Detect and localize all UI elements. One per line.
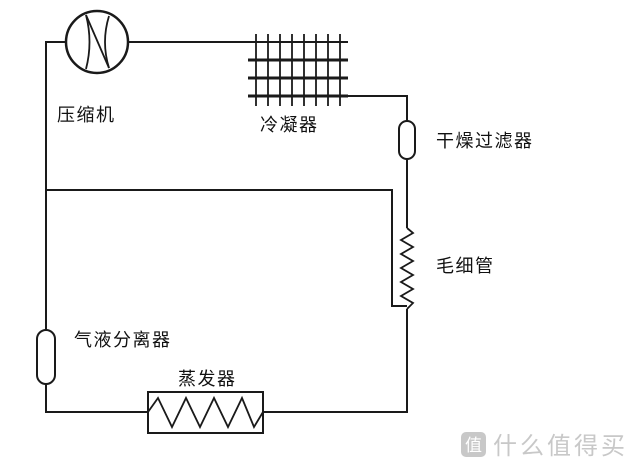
pipe-mid-branch bbox=[46, 189, 407, 307]
watermark-brand-text: 什么值得买 bbox=[493, 433, 628, 460]
compressor-symbol bbox=[64, 9, 130, 75]
evaporator-coil bbox=[147, 395, 264, 430]
watermark: 值 什么值得买 bbox=[461, 432, 628, 460]
separator-symbol bbox=[36, 329, 56, 385]
watermark-logo-char: 值 bbox=[465, 436, 482, 455]
filter-drier-symbol bbox=[398, 120, 416, 160]
labels: 压缩机 冷凝器 干燥过滤器 毛细管 气液分离器 蒸发器 bbox=[57, 105, 534, 389]
evaporator-label: 蒸发器 bbox=[178, 369, 237, 389]
condenser-label: 冷凝器 bbox=[260, 115, 319, 135]
filter-drier-label: 干燥过滤器 bbox=[436, 131, 534, 151]
pipe-capillary-to-evaporator bbox=[263, 309, 408, 413]
pipes bbox=[45, 41, 408, 413]
pipe-evaporator-to-separator bbox=[45, 384, 148, 413]
evaporator-body bbox=[147, 391, 264, 434]
condenser-symbol bbox=[248, 34, 348, 106]
compressor-blade bbox=[85, 14, 110, 69]
watermark-logo bbox=[461, 432, 486, 457]
separator-label: 气液分离器 bbox=[74, 330, 172, 350]
capillary-symbol bbox=[399, 227, 415, 310]
evaporator-symbol bbox=[147, 391, 264, 434]
capillary-label: 毛细管 bbox=[436, 256, 495, 276]
pipe-separator-to-compressor bbox=[45, 41, 66, 330]
pipe-condenser-to-filter bbox=[348, 95, 408, 121]
compressor-label: 压缩机 bbox=[57, 105, 116, 125]
